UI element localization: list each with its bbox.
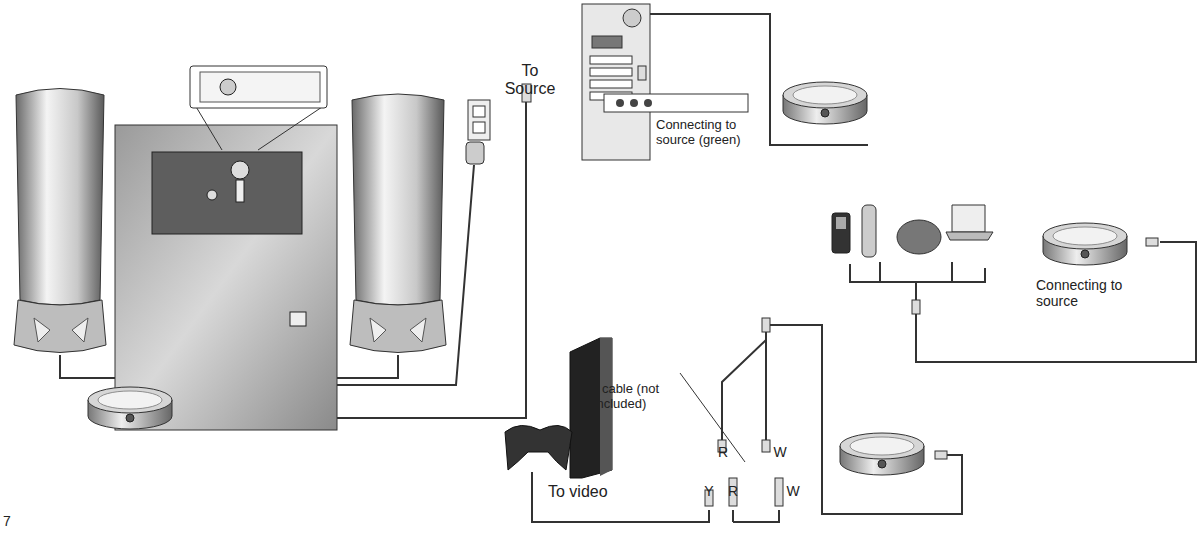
rca-plugs <box>705 238 1158 506</box>
callout-label: To Source <box>497 62 563 98</box>
control-pod <box>840 433 924 475</box>
device-bracket <box>850 262 985 300</box>
control-pod <box>88 387 172 429</box>
callout-label: W <box>781 484 805 500</box>
y-split <box>722 340 766 440</box>
callout-label: W <box>768 445 792 461</box>
right-speaker <box>350 94 446 353</box>
audio-devices <box>832 205 993 257</box>
wall-outlet <box>466 100 490 164</box>
y-cable <box>766 325 962 514</box>
callout-label: “Y” cable (not included) <box>570 382 670 411</box>
subwoofer <box>115 66 337 430</box>
video-cable <box>532 472 779 522</box>
page-number: 7 <box>3 514 27 530</box>
callout-label: Connecting to source <box>1036 278 1128 309</box>
callout-label: To video <box>548 483 638 501</box>
control-pod <box>1043 223 1127 265</box>
left-speaker <box>14 89 106 353</box>
callout-label: Connecting to source (green) <box>656 118 756 147</box>
callout-label: Y <box>697 484 721 500</box>
callout-label: R <box>721 484 745 500</box>
control-pod <box>783 82 867 124</box>
callout-label: R <box>711 445 735 461</box>
leader-line <box>680 373 745 462</box>
